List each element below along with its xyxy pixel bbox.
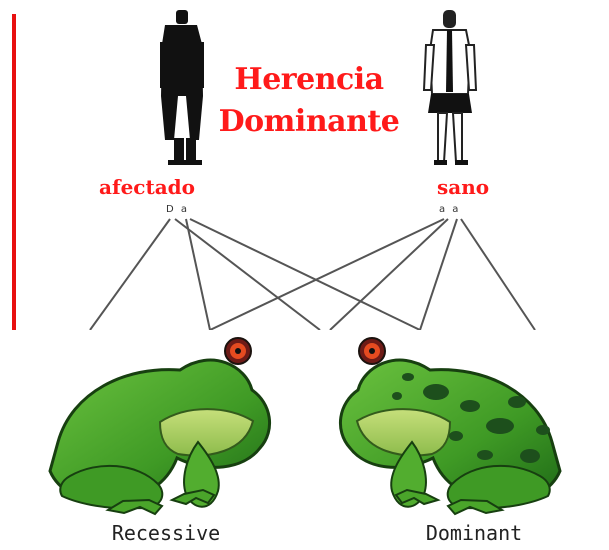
frog-phenotype-panel: Recessive Dominant <box>0 330 609 550</box>
healthy-alleles: a a <box>439 205 460 215</box>
allele-cross-lines <box>90 219 535 330</box>
healthy-person-icon <box>424 10 476 165</box>
dominant-frog-label: Dominant <box>374 522 574 544</box>
healthy-label: sano <box>437 176 489 198</box>
diagram-title-line-1: Herencia <box>214 64 404 96</box>
affected-label: afectado <box>99 176 195 198</box>
inheritance-diagram <box>0 0 609 330</box>
recessive-frog-label: Recessive <box>66 522 266 544</box>
dominant-frog-icon <box>340 338 560 514</box>
affected-person-icon <box>160 10 204 165</box>
diagram-title-line-2: Dominante <box>214 106 404 138</box>
frog-illustrations <box>0 330 609 550</box>
affected-alleles: D a <box>166 205 189 215</box>
recessive-frog-icon <box>50 338 270 514</box>
dominant-inheritance-panel: Herencia Dominante afectado sano D a a a <box>0 0 609 330</box>
